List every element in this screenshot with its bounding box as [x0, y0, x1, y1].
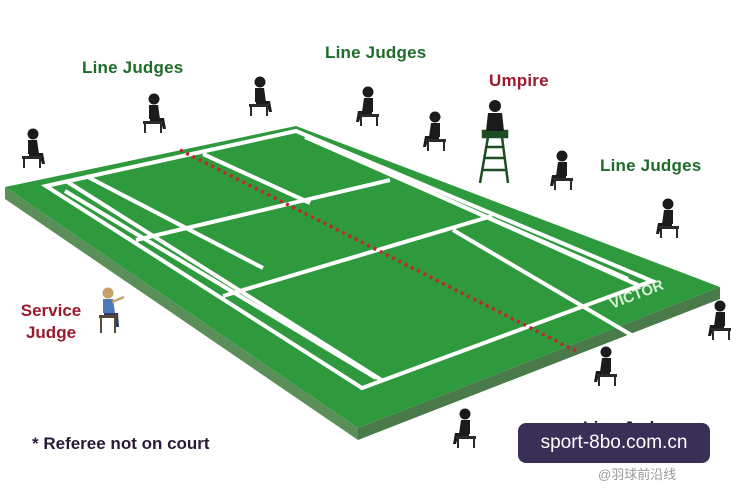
long-service-line-left: [64, 179, 385, 383]
judges-group: [22, 76, 731, 448]
watermark-text: @羽球前沿线: [598, 467, 677, 482]
umpire-chair: [478, 129, 510, 184]
umpire-figure: [486, 100, 504, 131]
doubles-boundary: [40, 128, 658, 391]
service-judge-figure: [99, 287, 125, 333]
center-line-far: [202, 152, 311, 205]
site-badge: sport-8bo.com.cn: [518, 423, 710, 463]
net-line: [179, 148, 579, 354]
referee-note: * Referee not on court: [32, 434, 210, 453]
short-service-line-right: [222, 214, 493, 298]
label-service-judge-line2: Judge: [25, 323, 77, 342]
line-judge-figure: [356, 86, 379, 126]
court-lines: [40, 128, 658, 391]
line-judge-figure: [656, 198, 679, 238]
line-judge-figure: [22, 128, 45, 168]
label-service-judge: Service Judge: [12, 300, 90, 344]
label-line-judges-top-center: Line Judges: [325, 43, 427, 62]
short-service-line-left: [135, 178, 391, 242]
court-side-left: [5, 187, 358, 440]
line-judge-figure: [249, 76, 272, 116]
label-line-judges-top-left: Line Judges: [82, 58, 184, 77]
line-judge-figure: [708, 300, 731, 340]
label-line-judges-right: Line Judges: [600, 156, 702, 175]
line-judge-figure: [453, 408, 476, 448]
center-line-left: [85, 174, 264, 270]
center-line-right: [451, 228, 642, 342]
line-judge-figure: [594, 346, 617, 386]
label-umpire: Umpire: [489, 71, 549, 90]
court-side-front: [358, 287, 720, 440]
long-service-line-right: [314, 138, 641, 288]
court-surface: [5, 126, 720, 428]
singles-sideline-near: [63, 189, 378, 380]
line-judge-figure: [550, 150, 573, 190]
label-service-judge-line1: Service: [20, 301, 82, 320]
line-judge-figure: [423, 111, 446, 151]
line-judge-figure: [143, 93, 166, 133]
